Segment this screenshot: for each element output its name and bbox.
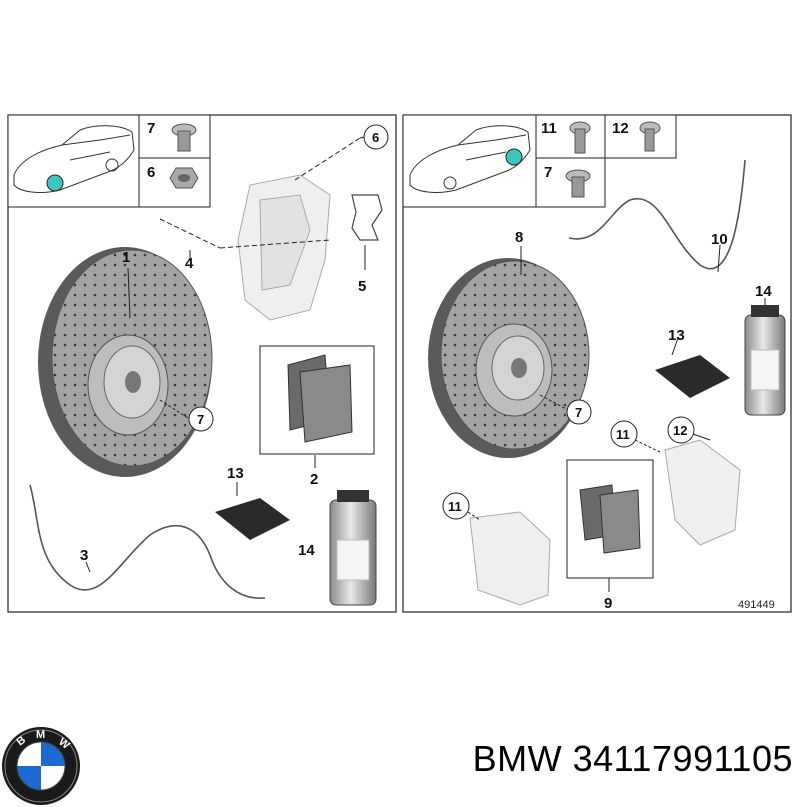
callout-9: 9 [604,595,612,612]
callout-14: 14 [755,283,772,300]
logo-letter-m: M [36,729,45,741]
paste-sachet [215,498,290,540]
legend-number-7: 7 [544,164,552,181]
legend-number-12: 12 [612,120,629,137]
left-panel: 7 6 [7,114,397,613]
callout-11: 11 [448,499,462,514]
callout-5: 5 [358,278,366,295]
callout-4: 4 [185,255,194,272]
callout-10: 10 [711,231,728,248]
callout-1: 1 [122,249,130,266]
spray-can [744,305,786,416]
legend-number-6: 6 [147,164,155,181]
callout-11: 11 [616,427,630,442]
bolt-icon [565,169,591,198]
wear-sensor-cable [29,484,266,599]
part-number-label: BMW 34117991105 [472,738,793,779]
bmw-logo: B M W [2,727,80,805]
right-panel: 11 12 7 [402,114,792,613]
brake-disc [38,247,213,477]
legend-number-11: 11 [541,120,557,137]
bolt-icon [569,121,591,154]
brake-pads [287,354,353,443]
callout-13: 13 [668,327,685,344]
callout-2: 2 [310,471,318,488]
nut-icon [169,167,199,189]
callout-7: 7 [575,405,582,420]
screw-icon [639,121,661,152]
car-icon [13,125,135,193]
reference-number: 491449 [738,599,775,611]
car-icon [409,125,531,193]
callout-3: 3 [80,547,88,564]
callout-8: 8 [515,229,523,246]
wear-sensor-cable [568,159,746,270]
callout-12: 12 [673,423,687,438]
brake-caliper [237,174,331,321]
spray-can [329,490,377,606]
brake-caliper [469,439,741,606]
spring-clip [351,194,383,241]
callout-14: 14 [298,542,315,559]
bolt-icon [171,123,197,152]
paste-sachet [655,355,730,398]
legend-number-7: 7 [147,120,155,137]
callout-7: 7 [197,412,204,427]
brake-disc [428,258,590,458]
brake-pads [579,484,641,554]
callout-13: 13 [227,465,244,482]
callout-6: 6 [372,130,379,145]
